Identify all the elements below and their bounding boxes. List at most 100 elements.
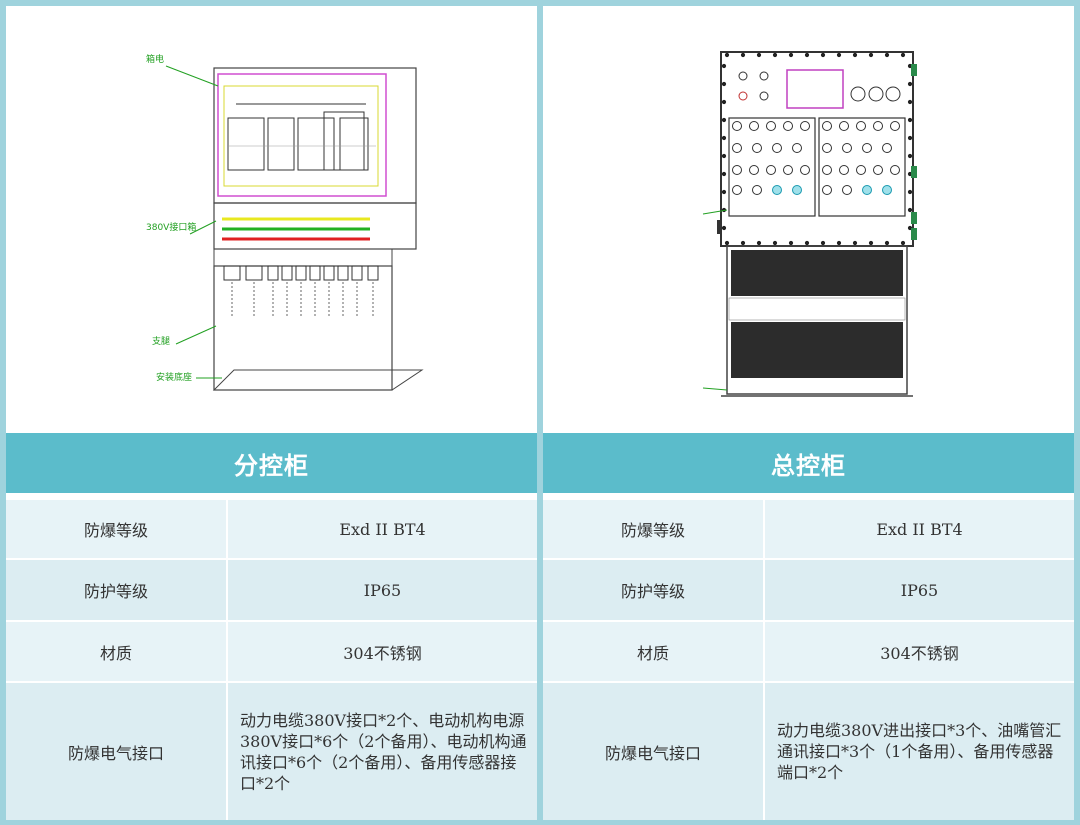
spec-row: 防护等级 IP65 — [543, 560, 1074, 620]
spec-value: IP65 — [765, 560, 1074, 620]
spec-key: 防爆电气接口 — [6, 683, 226, 820]
knob-icon — [721, 81, 727, 87]
knob-icon — [907, 189, 913, 195]
knob-icon — [900, 240, 906, 246]
main-cabinet-drawing — [543, 6, 1074, 431]
knob-icon — [907, 81, 913, 87]
knob-icon — [732, 121, 742, 131]
knob-icon — [732, 165, 742, 175]
knob-icon — [772, 52, 778, 58]
spec-value: IP65 — [228, 560, 537, 620]
knob-icon — [724, 240, 730, 246]
sub-cabinet-panel: 箱电 380V接口箱 支腿 安装底座 分控柜 防爆等级 Exd II BT4 防… — [6, 6, 537, 820]
spec-key: 防爆等级 — [543, 500, 763, 558]
knob-icon — [772, 143, 782, 153]
sub-cabinet-title: 分控柜 — [6, 433, 537, 493]
sub-cabinet-drawing-svg: 箱电 380V接口箱 支腿 安装底座 — [146, 53, 424, 391]
knob-icon — [836, 52, 842, 58]
knob-icon — [868, 240, 874, 246]
knob-icon — [873, 121, 883, 131]
main-cabinet-title: 总控柜 — [543, 433, 1074, 493]
knob-icon — [721, 225, 727, 231]
spec-key: 防护等级 — [6, 560, 226, 620]
knob-icon — [907, 117, 913, 123]
knob-icon — [772, 240, 778, 246]
spec-row: 防爆等级 Exd II BT4 — [543, 500, 1074, 558]
knob-icon — [842, 185, 852, 195]
knob-icon — [820, 240, 826, 246]
knob-icon — [839, 165, 849, 175]
knob-icon — [788, 240, 794, 246]
knob-icon — [721, 99, 727, 105]
knob-icon — [749, 121, 759, 131]
knob-icon — [907, 99, 913, 105]
label-c: 支腿 — [152, 335, 170, 347]
label-b: 380V接口箱 — [146, 221, 196, 233]
knob-icon — [756, 52, 762, 58]
spec-key: 防爆等级 — [6, 500, 226, 558]
knob-icon — [721, 63, 727, 69]
knob-icon — [752, 143, 762, 153]
knob-icon — [836, 240, 842, 246]
spec-value: Exd II BT4 — [228, 500, 537, 558]
knob-icon — [740, 240, 746, 246]
knob-icon — [749, 165, 759, 175]
spec-value: Exd II BT4 — [765, 500, 1074, 558]
knob-icon — [721, 189, 727, 195]
knob-icon — [884, 52, 890, 58]
knob-icon — [907, 207, 913, 213]
knob-icon — [852, 240, 858, 246]
knob-icon — [884, 240, 890, 246]
spec-value: 动力电缆380V接口*2个、电动机构电源380V接口*6个（2个备用）、电动机构… — [228, 683, 537, 820]
knob-icon — [756, 240, 762, 246]
knob-icon — [862, 143, 872, 153]
knob-icon — [721, 171, 727, 177]
knob-icon — [800, 165, 810, 175]
spec-key: 材质 — [543, 622, 763, 681]
knob-icon — [724, 52, 730, 58]
spec-row: 材质 304不锈钢 — [6, 622, 537, 681]
knob-icon — [783, 121, 793, 131]
spec-value: 304不锈钢 — [765, 622, 1074, 681]
spec-row: 材质 304不锈钢 — [543, 622, 1074, 681]
knob-icon — [862, 185, 872, 195]
label-a: 箱电 — [146, 53, 164, 65]
knob-icon — [800, 121, 810, 131]
knob-icon — [842, 143, 852, 153]
knob-icon — [882, 185, 892, 195]
knob-icon — [907, 153, 913, 159]
knob-icon — [890, 165, 900, 175]
knob-icon — [721, 153, 727, 159]
knob-icon — [740, 52, 746, 58]
knob-icon — [766, 121, 776, 131]
sub-cabinet-drawing: 箱电 380V接口箱 支腿 安装底座 — [6, 6, 537, 431]
knob-icon — [852, 52, 858, 58]
main-cabinet-drawing-svg — [702, 51, 917, 397]
knob-icon — [788, 52, 794, 58]
spec-key: 防爆电气接口 — [543, 683, 763, 820]
knob-icon — [900, 52, 906, 58]
spec-value: 动力电缆380V进出接口*3个、油嘴管汇通讯接口*3个（1个备用）、备用传感器端… — [765, 683, 1074, 820]
knob-icon — [868, 52, 874, 58]
spec-value: 304不锈钢 — [228, 622, 537, 681]
knob-icon — [732, 185, 742, 195]
knob-icon — [882, 143, 892, 153]
knob-icon — [792, 143, 802, 153]
knob-icon — [721, 117, 727, 123]
knob-icon — [772, 185, 782, 195]
knob-icon — [820, 52, 826, 58]
knob-icon — [822, 165, 832, 175]
knob-icon — [856, 165, 866, 175]
knob-icon — [856, 121, 866, 131]
spec-row: 防爆电气接口 动力电缆380V进出接口*3个、油嘴管汇通讯接口*3个（1个备用）… — [543, 683, 1074, 820]
label-d: 安装底座 — [156, 371, 192, 383]
knob-icon — [783, 165, 793, 175]
main-cabinet-panel: 总控柜 防爆等级 Exd II BT4 防护等级 IP65 材质 304不锈钢 … — [543, 6, 1074, 820]
knob-icon — [873, 165, 883, 175]
knob-icon — [752, 185, 762, 195]
knob-icon — [792, 185, 802, 195]
knob-icon — [721, 135, 727, 141]
knob-icon — [804, 240, 810, 246]
knob-icon — [732, 143, 742, 153]
